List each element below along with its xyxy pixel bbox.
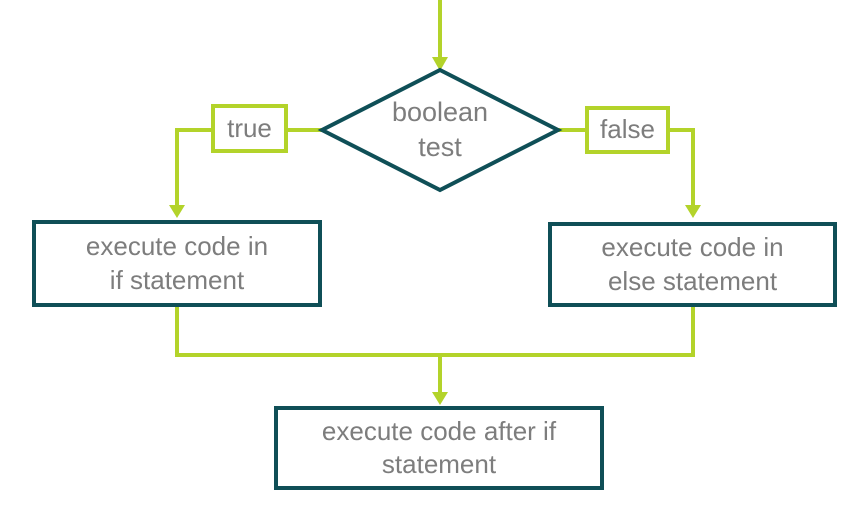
entry-arrowhead-icon xyxy=(432,57,448,71)
false-branch-arrowhead-icon xyxy=(685,205,701,218)
else-statement-line2: else statement xyxy=(607,265,778,296)
true-branch-label-box: true xyxy=(211,104,288,153)
decision-label-line2: test xyxy=(418,132,462,162)
after-if-statement-line1: execute code after if xyxy=(321,415,557,446)
true-branch-label: true xyxy=(227,112,272,143)
else-statement-box: execute code in else statement xyxy=(548,222,837,307)
decision-label-line1: boolean xyxy=(391,97,489,128)
else-statement-line1: execute code in xyxy=(601,232,784,263)
after-arrowhead-icon xyxy=(432,392,448,405)
true-branch-arrowhead-icon xyxy=(169,205,185,218)
if-statement-line1: execute code in xyxy=(85,231,269,262)
if-statement-box: execute code in if statement xyxy=(32,220,322,307)
decision-label: boolean test xyxy=(322,70,558,190)
if-statement-line2: if statement xyxy=(109,264,245,295)
false-branch-label-box: false xyxy=(585,106,670,154)
after-if-statement-line2: statement xyxy=(381,449,497,479)
after-if-statement-box: execute code after if statement xyxy=(274,406,604,490)
false-branch-label: false xyxy=(600,114,655,145)
decision-diamond xyxy=(317,67,563,193)
merge-connector-line xyxy=(175,305,695,357)
